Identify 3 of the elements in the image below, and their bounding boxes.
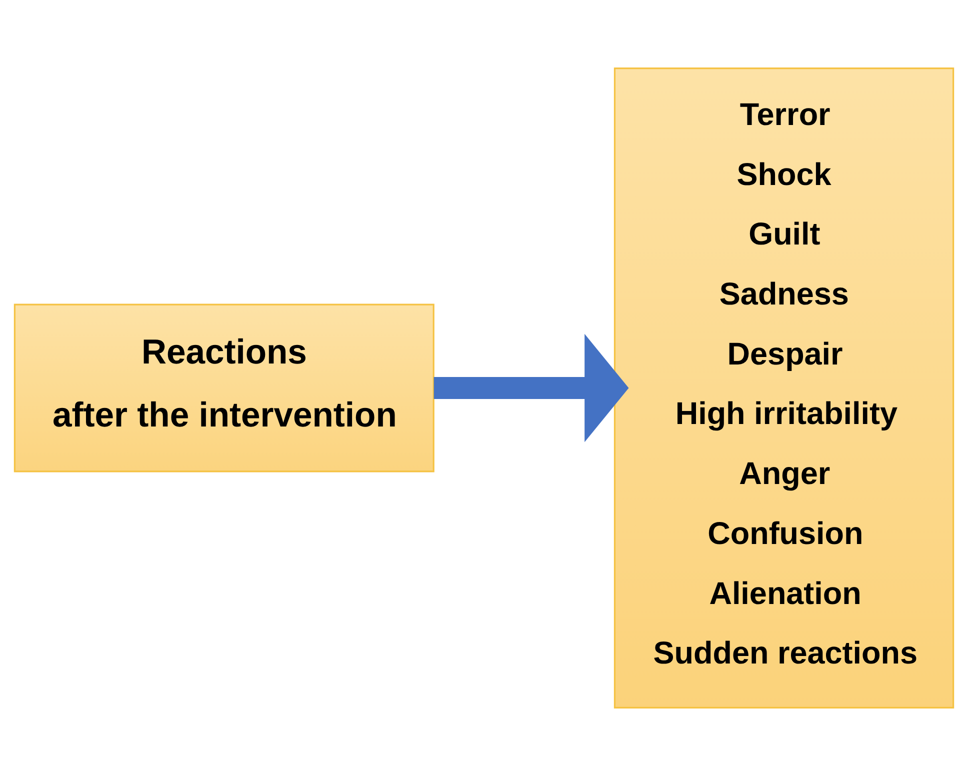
node-box: Reactions after the intervention <box>14 304 434 472</box>
node-box: Terror Shock Guilt Sadness Despair High irritability Anger Confusion Alienation Sudden reactions <box>614 68 954 708</box>
arrow <box>434 334 629 442</box>
